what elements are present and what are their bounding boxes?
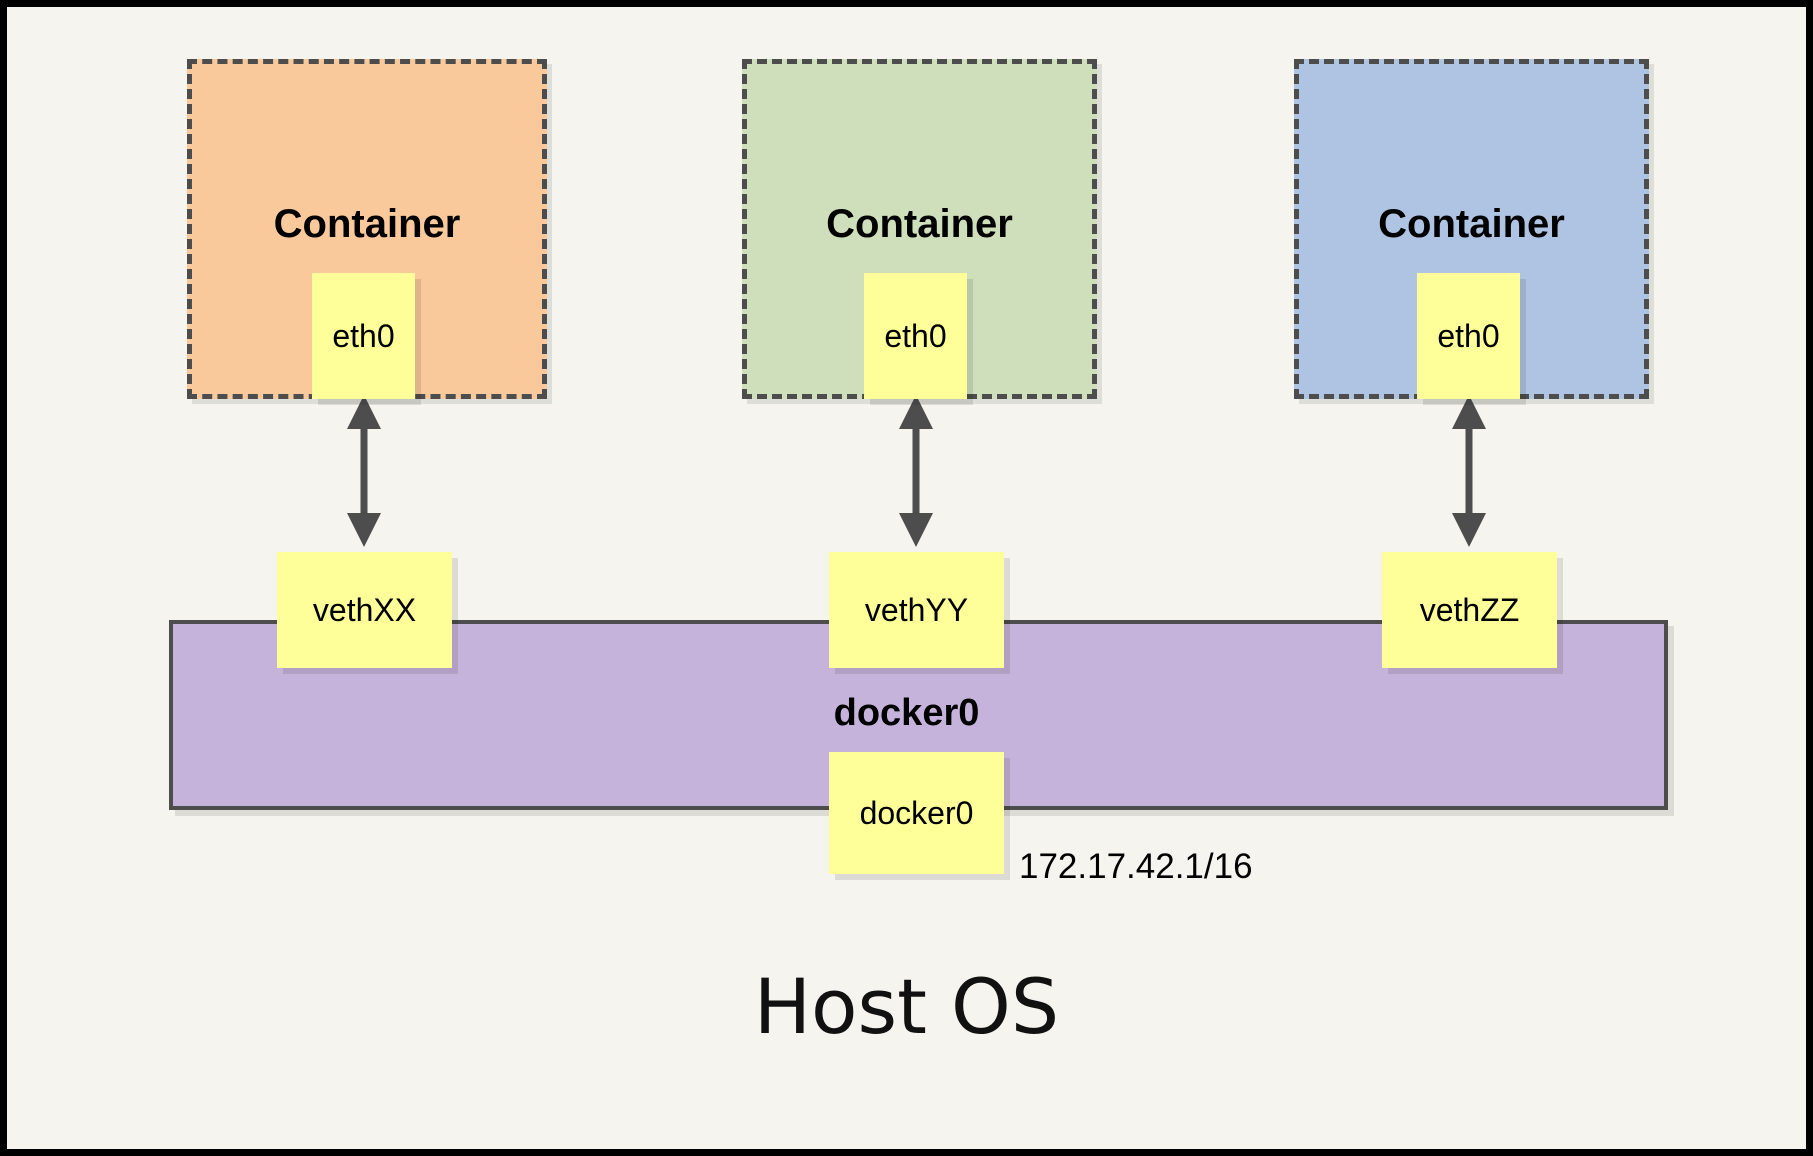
container-eth0-label-2: eth0 bbox=[884, 317, 947, 354]
container-title-1: Container bbox=[273, 202, 461, 246]
link-arrow-2 bbox=[889, 395, 943, 547]
veth-box-3: vethZZ bbox=[1382, 552, 1557, 668]
double-arrow-icon-3 bbox=[1452, 395, 1486, 547]
container-title-3: Container bbox=[1378, 202, 1565, 246]
container-eth0-label-3: eth0 bbox=[1437, 317, 1500, 354]
docker0-iface-label: docker0 bbox=[859, 794, 974, 831]
veth-box-1: vethXX bbox=[277, 552, 452, 668]
container-eth0-box-2: eth0 bbox=[864, 273, 967, 399]
docker0-iface-box: docker0 bbox=[829, 752, 1004, 874]
veth-label-2: vethYY bbox=[864, 591, 969, 628]
veth-label-3: vethZZ bbox=[1419, 591, 1520, 628]
link-arrow-1 bbox=[337, 395, 391, 547]
docker0-ip-label: 172.17.42.1/16 bbox=[1019, 847, 1253, 886]
link-arrow-3 bbox=[1442, 395, 1496, 547]
container-eth0-box-1: eth0 bbox=[312, 273, 415, 399]
docker0-bridge-title: docker0 bbox=[833, 692, 980, 734]
double-arrow-icon-1 bbox=[347, 395, 381, 547]
container-title-2: Container bbox=[826, 202, 1013, 246]
host-os-label: Host OS bbox=[753, 962, 1060, 1051]
container-eth0-label-1: eth0 bbox=[332, 317, 395, 354]
veth-label-1: vethXX bbox=[312, 591, 417, 628]
double-arrow-icon-2 bbox=[899, 395, 933, 547]
container-eth0-box-3: eth0 bbox=[1417, 273, 1520, 399]
veth-box-2: vethYY bbox=[829, 552, 1004, 668]
